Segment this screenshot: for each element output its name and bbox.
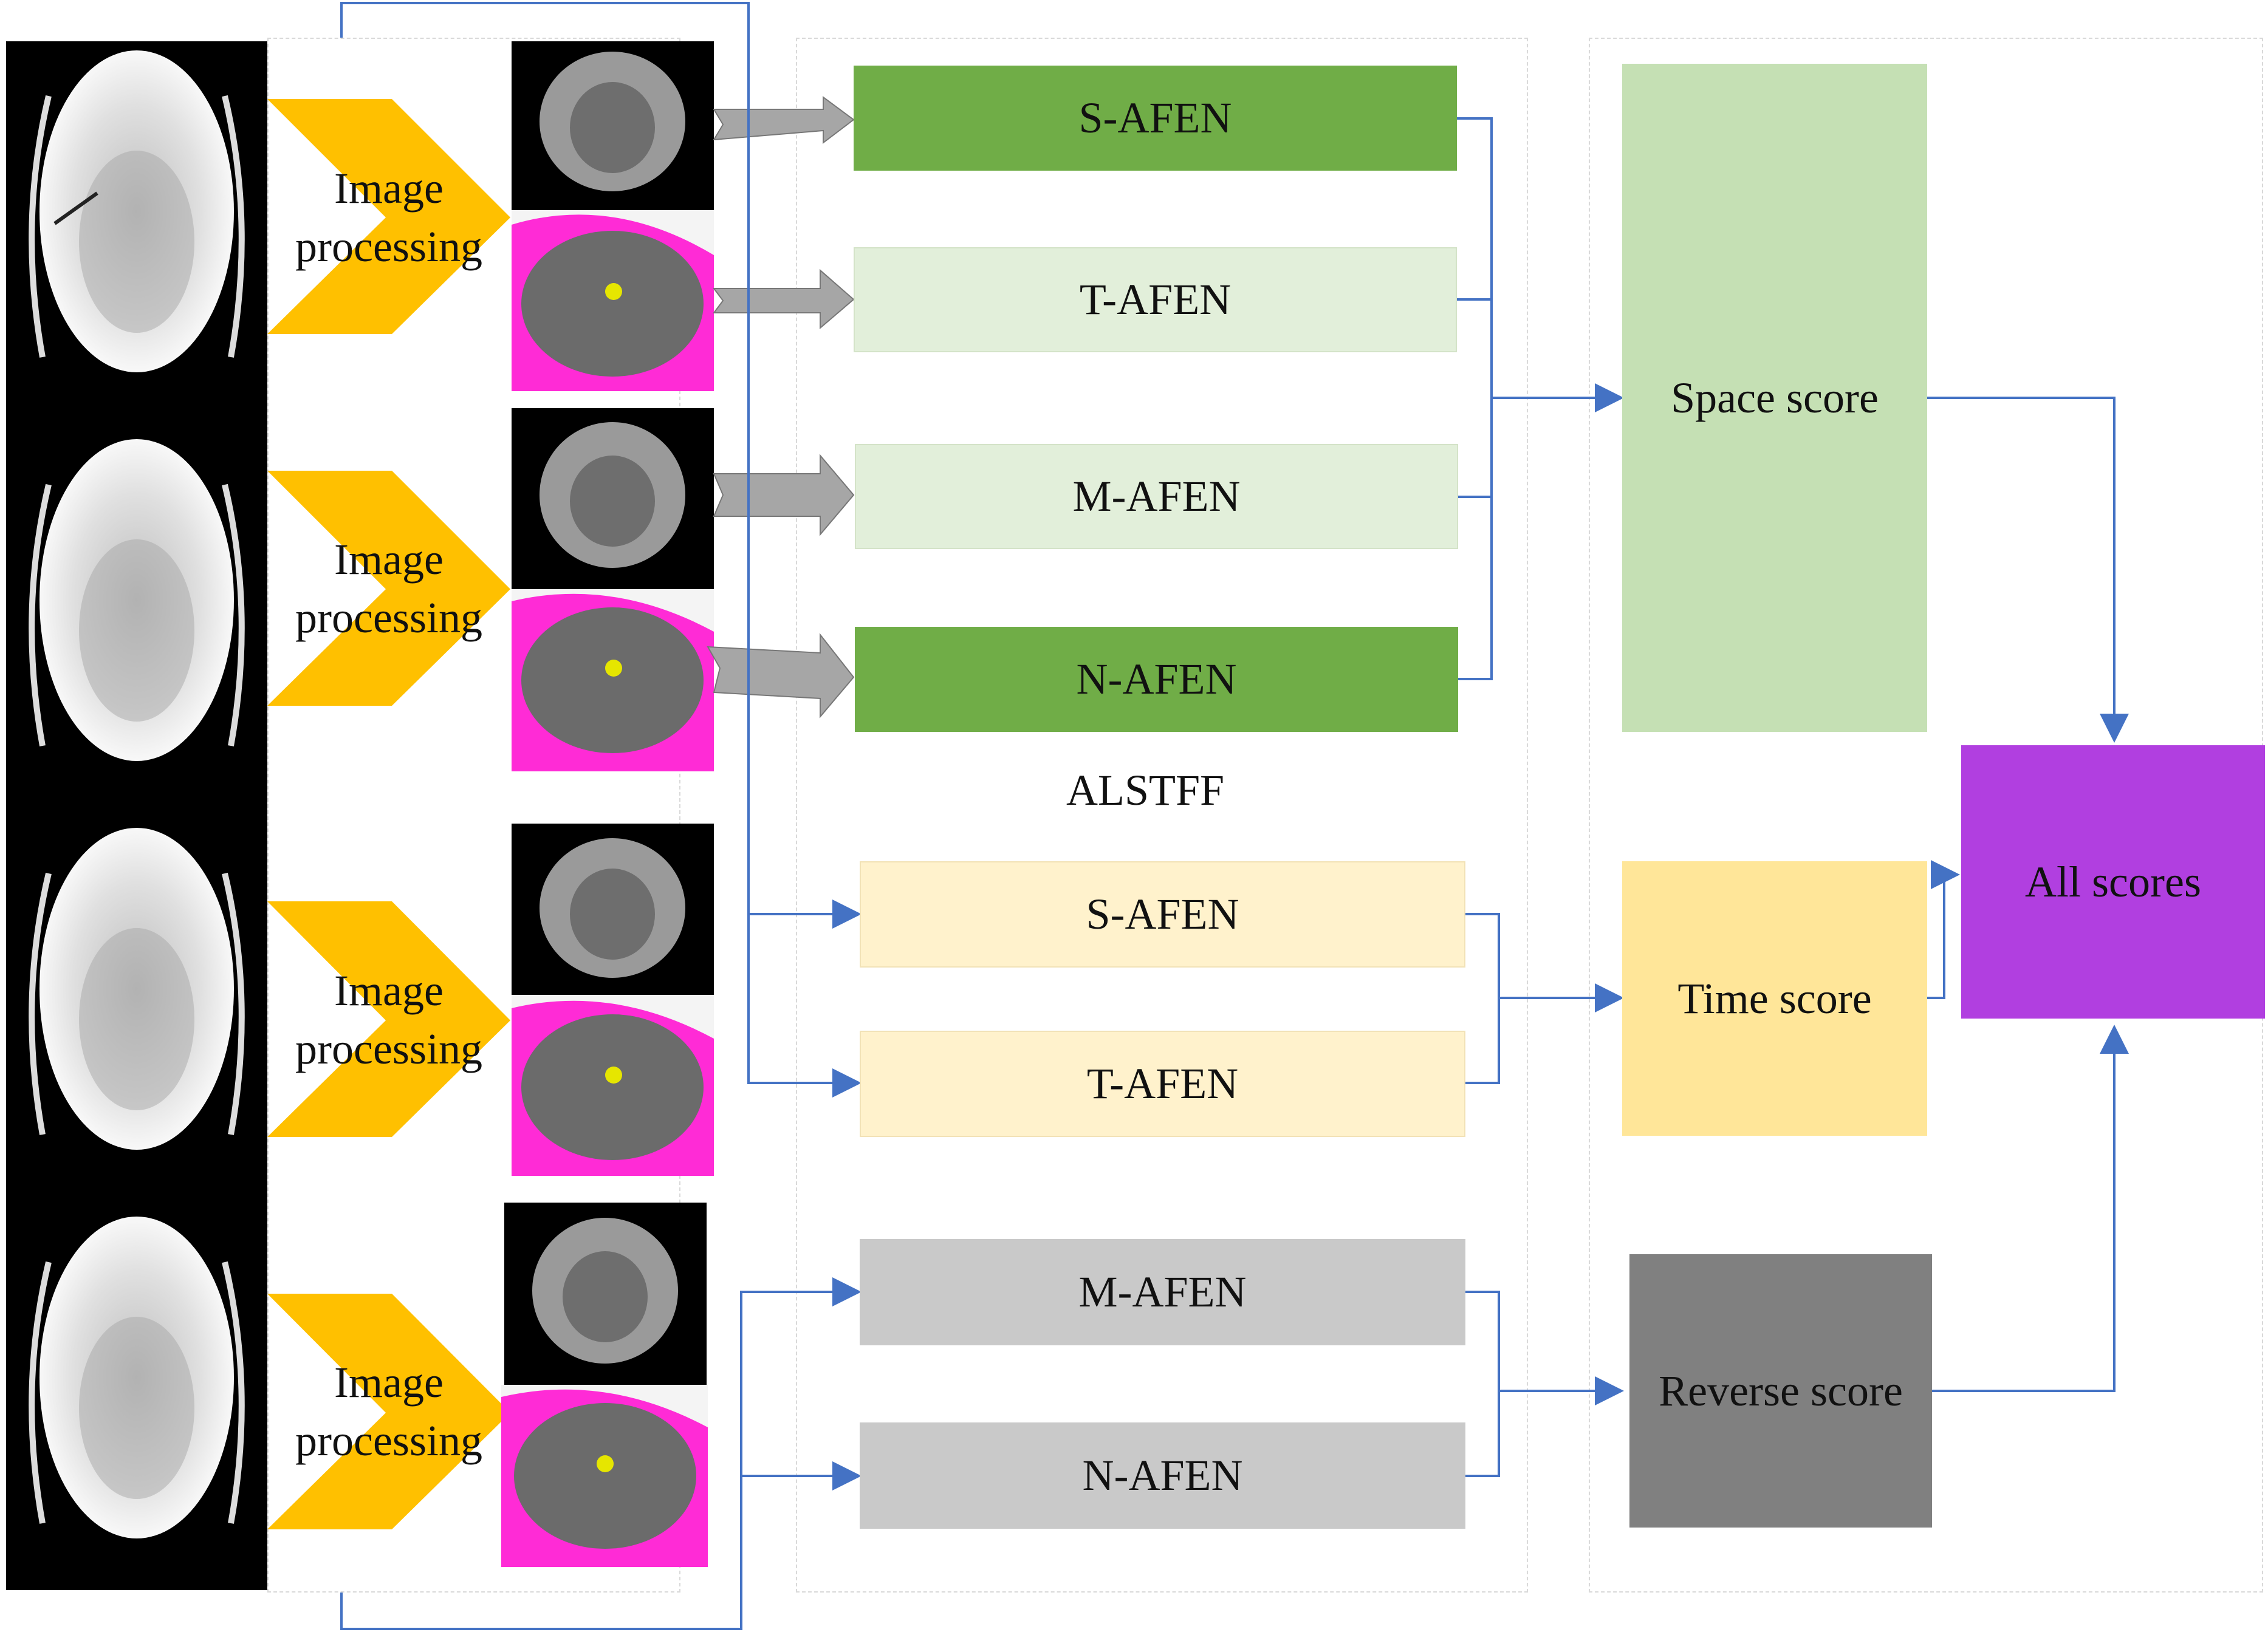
connector-bottom-loop [340,1277,862,1630]
chevron-label-1: Image processing [295,164,482,271]
chevron-3 [267,901,510,1137]
brain-scans-graphic [29,50,245,1538]
chevron-1 [267,99,510,334]
alstff-caption: ALSTFF [1066,766,1225,814]
space-m-afen-box: M-AFEN [855,444,1458,549]
reverse-m-afen-box: M-AFEN [860,1239,1465,1345]
space-t-afen-box: T-AFEN [854,247,1457,352]
processed-images-1 [512,41,714,391]
processed-images-2 [512,408,714,771]
merge-time [1465,913,1500,1084]
brain-slice-3 [29,828,245,1150]
time-t-afen-box: T-AFEN [860,1031,1465,1137]
merge-reverse [1465,1291,1500,1477]
merge-space-s [1457,117,1493,398]
brain-slice-2 [29,439,245,761]
chevron-4 [267,1294,510,1529]
space-n-afen-box: N-AFEN [855,627,1458,732]
space-s-afen-box: S-AFEN [854,66,1457,171]
arrow-space-to-all [1927,397,2129,743]
arrow-time-to-all [1927,860,1960,999]
brain-slice-4 [29,1217,245,1538]
gray-arrow-m [713,454,855,536]
time-s-afen-label: S-AFEN [1086,890,1239,938]
time-score-box: Time score [1622,861,1927,1136]
gray-arrow-n [707,633,855,719]
reverse-n-afen-label: N-AFEN [1082,1451,1243,1500]
all-scores-box: All scores [1961,745,2265,1019]
processed-images-3 [512,824,714,1176]
merge-space-n [1458,398,1493,680]
brain-slice-1 [29,50,245,372]
gray-arrow-t [713,268,855,330]
reverse-score-label: Reverse score [1659,1366,1903,1415]
space-score-box: Space score [1622,64,1927,732]
arrow-reverse-to-all [1932,1025,2129,1392]
space-m-afen-label: M-AFEN [1072,472,1241,521]
input-region-outline [267,38,680,1593]
space-t-afen-label: T-AFEN [1079,275,1232,324]
space-n-afen-label: N-AFEN [1076,655,1237,703]
time-t-afen-label: T-AFEN [1086,1059,1239,1108]
chevron-label-2: Image processing [295,535,482,642]
connector-top-loop [340,2,862,929]
brain-scan-strip [6,41,267,1590]
time-s-afen-box: S-AFEN [860,861,1465,968]
reverse-n-afen-box: N-AFEN [860,1422,1465,1529]
time-score-label: Time score [1677,974,1872,1023]
processed-images-4 [501,1203,708,1567]
reverse-score-box: Reverse score [1629,1254,1932,1528]
connector-time-t [747,914,862,1098]
chevron-2 [267,471,510,706]
space-s-afen-label: S-AFEN [1078,94,1232,142]
chevron-label-4: Image processing [295,1358,482,1465]
all-scores-label: All scores [2025,857,2201,906]
gray-arrow-s [713,96,855,145]
chevron-label-3: Image processing [295,966,482,1073]
afen-region-outline [796,38,1528,1593]
reverse-m-afen-label: M-AFEN [1078,1268,1247,1316]
space-score-label: Space score [1671,373,1879,422]
